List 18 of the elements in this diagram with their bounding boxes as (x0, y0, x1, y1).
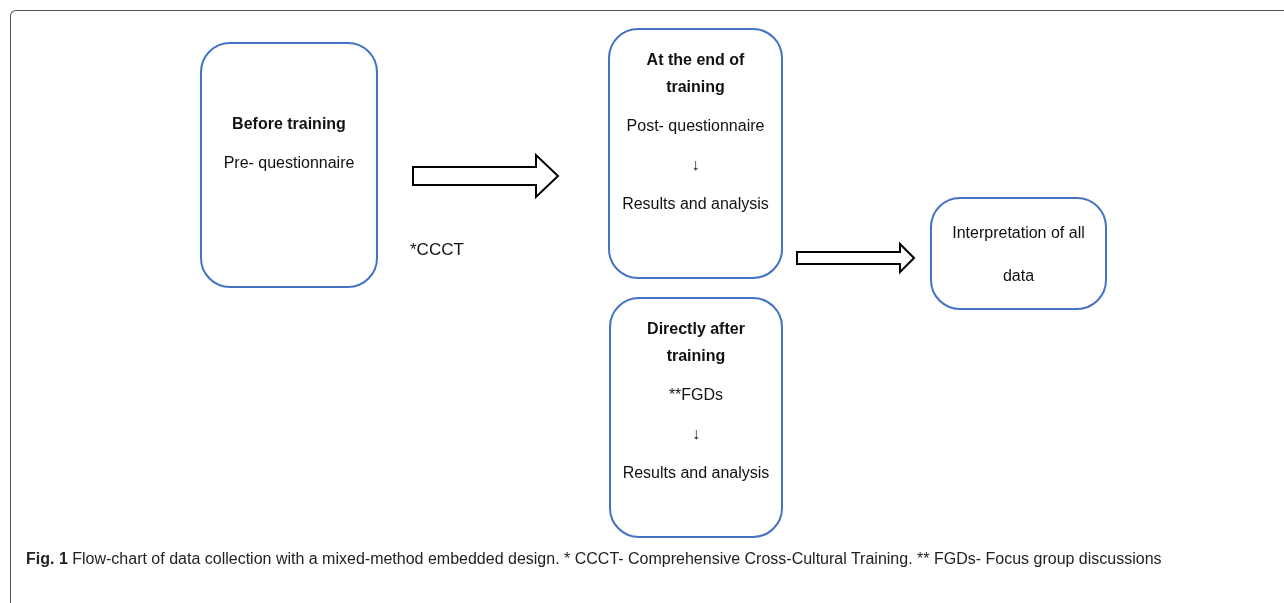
box-text: Interpretation of all data (951, 223, 1086, 286)
box-text: ↓ (691, 155, 700, 175)
process-box (609, 297, 783, 538)
box-text: **FGDs (668, 385, 724, 405)
box-text: ↓ (692, 424, 700, 444)
process-box (608, 28, 783, 279)
block-arrow (796, 241, 916, 275)
box-text: Pre- questionnaire (223, 153, 355, 173)
box-text: Results and analysis (622, 463, 770, 483)
box-text: Results and analysis (622, 194, 769, 214)
process-box (930, 197, 1107, 310)
block-arrow (412, 152, 560, 200)
process-box (200, 42, 378, 288)
figure-caption: Fig. 1 Flow-chart of data collection with a mixed-method embedded design. * CCCT- Comprehensive Cross-Cultural Training. ** FGDs- Focus group discussions (26, 549, 1163, 569)
box-heading: Directly after training (646, 319, 746, 366)
box-heading: At the end of training (645, 50, 746, 97)
box-heading: Before training (232, 114, 346, 134)
box-text: Post- questionnaire (626, 116, 765, 136)
